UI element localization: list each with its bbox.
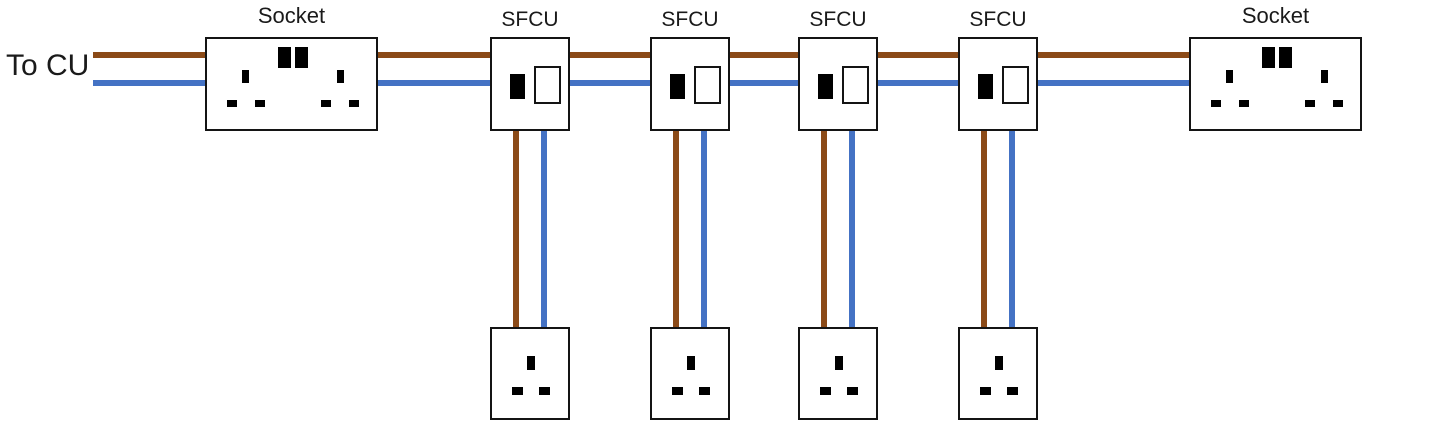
earth-pin: [1262, 47, 1275, 68]
fuse-icon: [818, 74, 833, 99]
earth-pin: [1279, 47, 1292, 68]
neutral-pin: [227, 100, 237, 107]
sfcu-2-label: SFCU: [661, 8, 719, 31]
earth-pin: [835, 356, 843, 370]
double-socket-box: [205, 37, 378, 131]
neutral-pin: [847, 387, 858, 395]
live-pin: [820, 387, 831, 395]
neutral-wire-segment: [730, 80, 798, 86]
switch-icon: [1002, 66, 1029, 104]
neutral-pin: [1211, 100, 1221, 107]
earth-pin: [295, 47, 308, 68]
spur-live-wire: [673, 131, 679, 327]
fuse-icon: [670, 74, 685, 99]
neutral-pin: [1007, 387, 1018, 395]
live-pin: [980, 387, 991, 395]
live-pin: [1321, 70, 1328, 83]
spur-socket-box: [650, 327, 730, 420]
spur-socket-box: [490, 327, 570, 420]
double-socket-box: [1189, 37, 1362, 131]
spur-live-wire: [513, 131, 519, 327]
earth-pin: [687, 356, 695, 370]
earth-pin: [995, 356, 1003, 370]
live-pin: [1226, 70, 1233, 83]
spur-live-wire: [981, 131, 987, 327]
spur-neutral-wire: [541, 131, 547, 327]
earth-pin: [278, 47, 291, 68]
fuse-icon: [510, 74, 525, 99]
neutral-pin: [1239, 100, 1249, 107]
neutral-pin: [1305, 100, 1315, 107]
neutral-wire-segment: [878, 80, 958, 86]
neutral-pin: [699, 387, 710, 395]
earth-pin: [527, 356, 535, 370]
neutral-wire-segment: [1038, 80, 1189, 86]
socket-right-label: Socket: [1241, 3, 1310, 28]
neutral-pin: [1333, 100, 1343, 107]
neutral-pin: [349, 100, 359, 107]
live-wire-segment: [570, 52, 650, 58]
neutral-wire-segment: [93, 80, 205, 86]
switch-icon: [694, 66, 721, 104]
live-wire-segment: [1038, 52, 1189, 58]
to-cu-label: To CU: [6, 49, 90, 82]
sfcu-1-label: SFCU: [501, 8, 559, 31]
sfcu-box: [650, 37, 730, 131]
socket-left-label: Socket: [257, 3, 326, 28]
neutral-wire-segment: [378, 80, 490, 86]
spur-socket-box: [798, 327, 878, 420]
live-pin: [242, 70, 249, 83]
spur-live-wire: [821, 131, 827, 327]
neutral-pin: [255, 100, 265, 107]
neutral-wire-segment: [570, 80, 650, 86]
sfcu-4-label: SFCU: [969, 8, 1027, 31]
live-wire-segment: [93, 52, 205, 58]
sfcu-box: [798, 37, 878, 131]
live-pin: [512, 387, 523, 395]
switch-icon: [842, 66, 869, 104]
live-pin: [672, 387, 683, 395]
live-wire-segment: [378, 52, 490, 58]
neutral-pin: [321, 100, 331, 107]
live-wire-segment: [730, 52, 798, 58]
spur-neutral-wire: [701, 131, 707, 327]
spur-socket-box: [958, 327, 1038, 420]
sfcu-box: [958, 37, 1038, 131]
neutral-pin: [539, 387, 550, 395]
live-wire-segment: [878, 52, 958, 58]
sfcu-3-label: SFCU: [809, 8, 867, 31]
spur-neutral-wire: [1009, 131, 1015, 327]
fuse-icon: [978, 74, 993, 99]
switch-icon: [534, 66, 561, 104]
spur-neutral-wire: [849, 131, 855, 327]
sfcu-box: [490, 37, 570, 131]
live-pin: [337, 70, 344, 83]
